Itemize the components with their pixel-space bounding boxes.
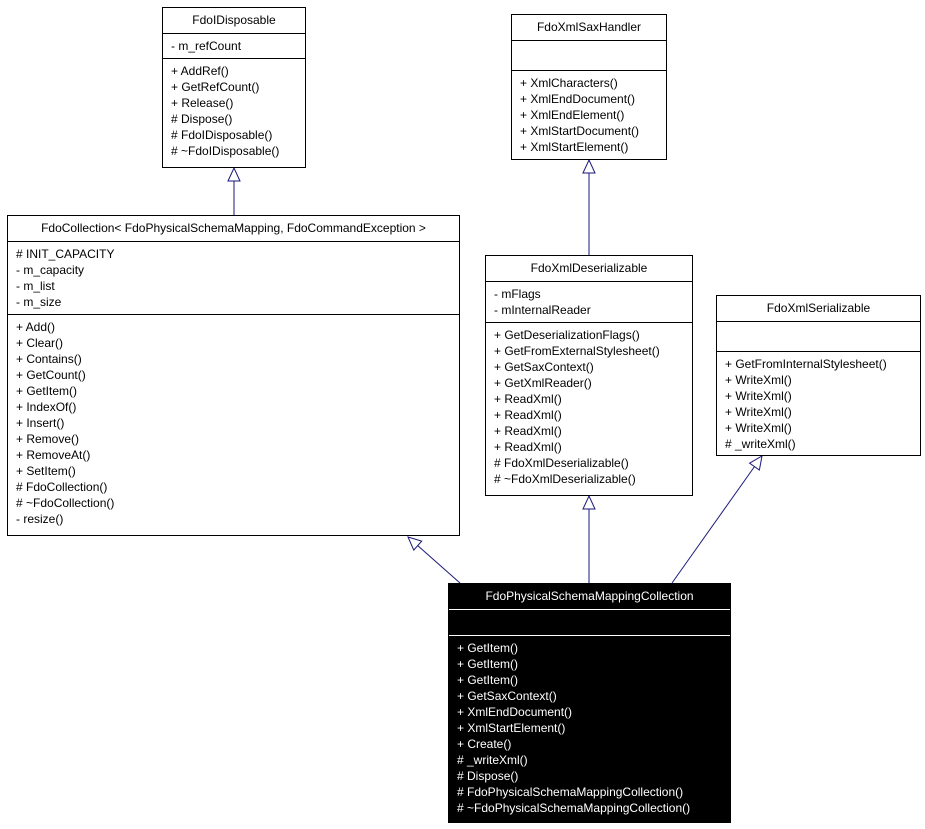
generalization-arrowhead <box>582 158 596 174</box>
operation: + Create() <box>457 737 512 751</box>
operation: + ReadXml() <box>494 440 562 454</box>
class-fdo-xml-deserializable[interactable]: FdoXmlDeserializable - mFlags - mInterna… <box>485 255 693 496</box>
operation: # FdoIDisposable() <box>171 128 273 142</box>
edge-line <box>671 466 755 584</box>
operation: + GetItem() <box>457 641 519 655</box>
operations-compartment: + XmlCharacters() + XmlEndDocument() + X… <box>512 71 666 159</box>
operation: + XmlEndDocument() <box>457 705 573 719</box>
generalization-arrowhead <box>582 494 596 510</box>
operation: # ~FdoCollection() <box>16 496 115 510</box>
operation: + XmlCharacters() <box>520 76 618 90</box>
operation: + Clear() <box>16 336 64 350</box>
operations-compartment: + AddRef() + GetRefCount() + Release() #… <box>163 59 305 163</box>
class-name: FdoXmlSaxHandler <box>512 15 666 41</box>
operation: + XmlStartDocument() <box>520 124 640 138</box>
operation: # FdoPhysicalSchemaMappingCollection() <box>457 785 684 799</box>
operation: + GetItem() <box>457 657 519 671</box>
operation: + Insert() <box>16 416 65 430</box>
operation: + WriteXml() <box>725 389 792 403</box>
operation: + ReadXml() <box>494 408 562 422</box>
operation: + GetDeserializationFlags() <box>494 328 640 342</box>
operation: + XmlEndElement() <box>520 108 625 122</box>
operation: + Release() <box>171 96 234 110</box>
operation: + RemoveAt() <box>16 448 91 462</box>
operation: # ~FdoXmlDeserializable() <box>494 472 636 486</box>
operation: + AddRef() <box>171 64 229 78</box>
generalization-arrowhead <box>227 166 241 182</box>
operation: - resize() <box>16 512 64 526</box>
operations-compartment: + Add() + Clear() + Contains() + GetCoun… <box>8 315 459 531</box>
operation: # ~FdoIDisposable() <box>171 144 280 158</box>
operation: + GetRefCount() <box>171 80 260 94</box>
operation: + Contains() <box>16 352 82 366</box>
operation: # _writeXml() <box>725 437 796 451</box>
operation: # FdoXmlDeserializable() <box>494 456 629 470</box>
attribute: - m_size <box>16 295 62 309</box>
class-name: FdoCollection< FdoPhysicalSchemaMapping,… <box>8 216 459 242</box>
operation: + XmlStartElement() <box>520 140 629 154</box>
class-fdo-collection[interactable]: FdoCollection< FdoPhysicalSchemaMapping,… <box>7 215 460 536</box>
operation: + GetItem() <box>16 384 78 398</box>
operation: + ReadXml() <box>494 392 562 406</box>
operations-compartment: + GetFromInternalStylesheet() + WriteXml… <box>717 352 920 456</box>
class-name: FdoXmlDeserializable <box>486 256 692 282</box>
attribute: - mInternalReader <box>494 303 591 317</box>
operation: # Dispose() <box>171 112 233 126</box>
edge-mappingcollection-to-collection <box>407 536 461 584</box>
generalization-arrowhead <box>407 536 423 552</box>
class-name: FdoIDisposable <box>163 8 305 34</box>
attribute: - m_capacity <box>16 263 85 277</box>
operation: # FdoCollection() <box>16 480 108 494</box>
operation: + GetSaxContext() <box>494 360 594 374</box>
class-name: FdoXmlSerializable <box>717 296 920 322</box>
operation: + GetXmlReader() <box>494 376 592 390</box>
operation: + GetCount() <box>16 368 86 382</box>
operation: + Add() <box>16 320 56 334</box>
edge-mappingcollection-to-serializable <box>671 455 763 584</box>
class-name: FdoPhysicalSchemaMappingCollection <box>449 584 730 610</box>
operation: + XmlStartElement() <box>457 721 566 735</box>
operations-compartment: + GetDeserializationFlags() + GetFromExt… <box>486 323 692 491</box>
operation: + GetFromInternalStylesheet() <box>725 357 887 371</box>
edge-deserializable-to-saxhandler <box>582 158 596 255</box>
attribute: - mFlags <box>494 287 541 301</box>
attributes-compartment <box>717 322 920 352</box>
operation: + ReadXml() <box>494 424 562 438</box>
edge-collection-to-idisposable <box>227 166 241 215</box>
attribute: - m_list <box>16 279 55 293</box>
operation: + GetFromExternalStylesheet() <box>494 344 660 358</box>
class-fdo-xml-sax-handler[interactable]: FdoXmlSaxHandler + XmlCharacters() + Xml… <box>511 14 667 160</box>
attributes-compartment <box>449 610 730 636</box>
operation: # _writeXml() <box>457 753 528 767</box>
attributes-compartment: - m_refCount <box>163 34 305 59</box>
edge-mappingcollection-to-deserializable <box>582 494 596 583</box>
attribute: - m_refCount <box>171 39 242 53</box>
operation: + WriteXml() <box>725 405 792 419</box>
operation: + Remove() <box>16 432 80 446</box>
operation: + GetItem() <box>457 673 519 687</box>
operation: + GetSaxContext() <box>457 689 557 703</box>
attributes-compartment: # INIT_CAPACITY - m_capacity - m_list - … <box>8 242 459 315</box>
operations-compartment: + GetItem() + GetItem() + GetItem() + Ge… <box>449 636 730 820</box>
operation: + XmlEndDocument() <box>520 92 636 106</box>
attributes-compartment: - mFlags - mInternalReader <box>486 282 692 323</box>
attribute: # INIT_CAPACITY <box>16 247 115 261</box>
class-fdo-xml-serializable[interactable]: FdoXmlSerializable + GetFromInternalStyl… <box>716 295 921 456</box>
edge-line <box>417 545 461 584</box>
class-fdo-physical-schema-mapping-collection[interactable]: FdoPhysicalSchemaMappingCollection + Get… <box>448 583 731 823</box>
attributes-compartment <box>512 41 666 71</box>
operation: + SetItem() <box>16 464 76 478</box>
class-fdo-idisposable[interactable]: FdoIDisposable - m_refCount + AddRef() +… <box>162 7 306 168</box>
operation: + IndexOf() <box>16 400 77 414</box>
operation: # Dispose() <box>457 769 519 783</box>
operation: + WriteXml() <box>725 421 792 435</box>
generalization-arrowhead <box>748 455 763 471</box>
operation: # ~FdoPhysicalSchemaMappingCollection() <box>457 801 691 815</box>
operation: + WriteXml() <box>725 373 792 387</box>
